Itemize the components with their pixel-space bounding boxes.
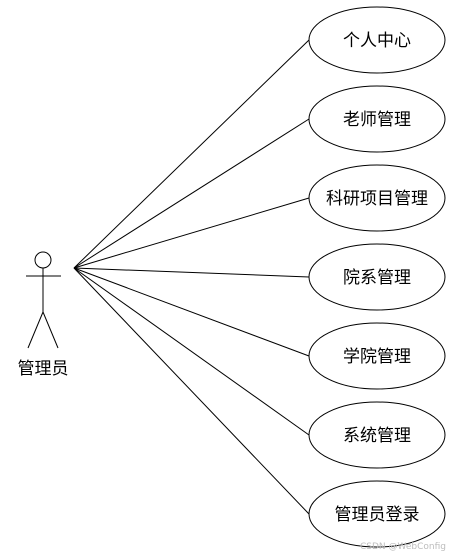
actor-head xyxy=(34,251,52,269)
association-line xyxy=(73,267,310,278)
association-line xyxy=(73,267,310,515)
use-case: 科研项目管理 xyxy=(308,164,446,232)
use-case-ellipse xyxy=(308,85,446,153)
actor-label: 管理员 xyxy=(18,359,69,379)
use-case-ellipse xyxy=(308,401,446,469)
watermark: CSDN @WebConfig xyxy=(360,542,446,552)
actor xyxy=(26,251,61,349)
use-case-label: 管理员登录 xyxy=(335,505,420,525)
use-case-label: 科研项目管理 xyxy=(326,189,428,209)
association-line xyxy=(73,267,310,436)
use-case-label: 院系管理 xyxy=(343,268,411,288)
use-case-ellipse xyxy=(308,6,446,74)
association-line xyxy=(73,197,310,269)
use-case-label: 学院管理 xyxy=(343,347,411,367)
association-line xyxy=(73,267,310,357)
use-case-ellipse xyxy=(308,322,446,390)
use-case: 学院管理 xyxy=(308,322,446,390)
use-case-label: 老师管理 xyxy=(343,110,411,130)
actor-right-leg xyxy=(42,311,59,349)
actor-left-leg xyxy=(27,311,44,349)
use-case-label: 系统管理 xyxy=(343,426,411,446)
association-line xyxy=(73,39,310,269)
use-case: 老师管理 xyxy=(308,85,446,153)
use-case: 管理员登录 xyxy=(308,480,446,548)
use-case: 个人中心 xyxy=(308,6,446,74)
use-case-ellipse xyxy=(308,480,446,548)
use-case: 院系管理 xyxy=(308,243,446,311)
use-case-label: 个人中心 xyxy=(343,31,411,51)
use-case-ellipse xyxy=(308,243,446,311)
use-case: 系统管理 xyxy=(308,401,446,469)
use-case-ellipse xyxy=(308,164,446,232)
association-lines xyxy=(73,39,310,515)
association-line xyxy=(73,118,310,269)
